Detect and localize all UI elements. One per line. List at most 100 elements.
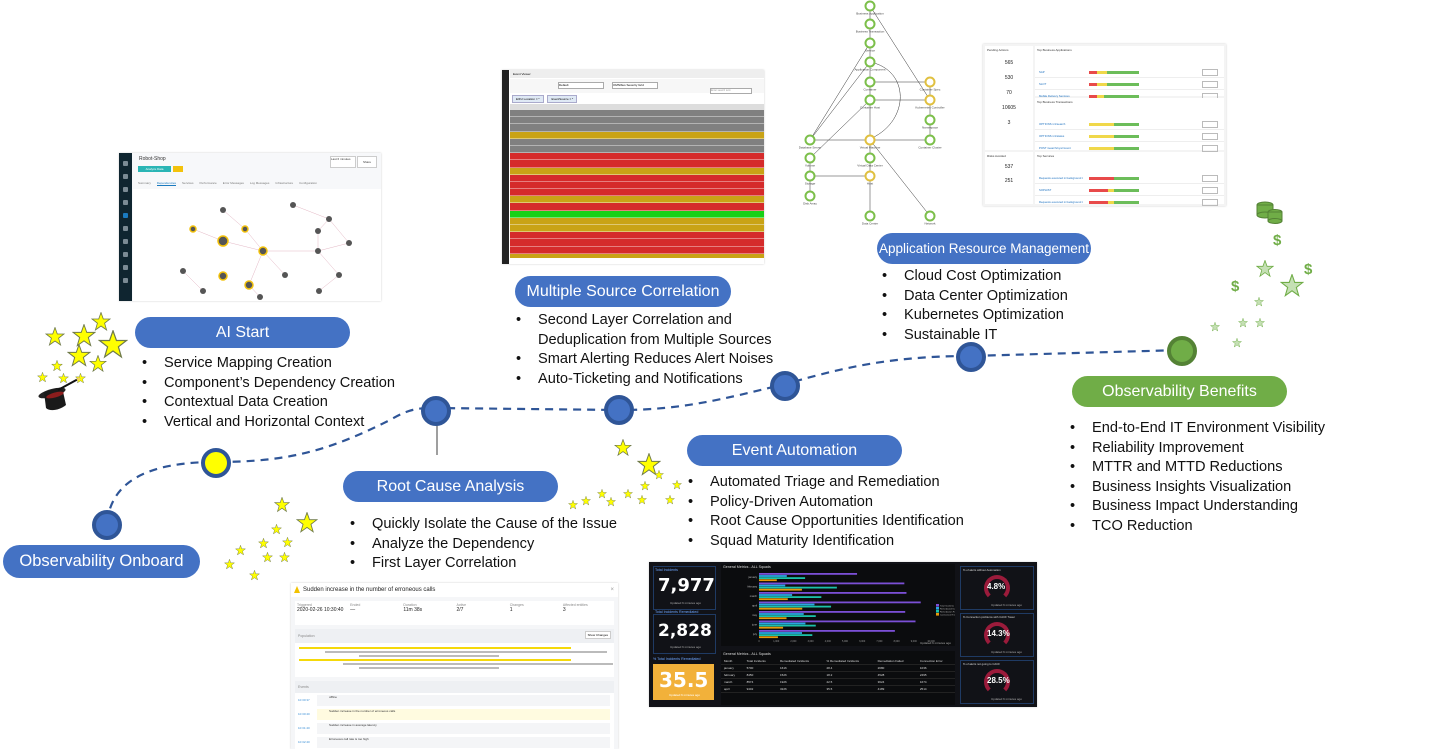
resource-name[interactable]: POST /search/sync/count xyxy=(1039,146,1071,150)
milestone-ai-start[interactable] xyxy=(201,448,231,478)
tab-performance[interactable]: Performance xyxy=(199,181,217,185)
event-time[interactable]: 10:30:37 xyxy=(298,698,310,702)
event-row[interactable] xyxy=(510,138,764,146)
filter-chip[interactable]: EventSource = * xyxy=(547,95,578,103)
topology-node xyxy=(864,0,876,12)
event-row[interactable] xyxy=(510,217,764,225)
milestone-multiple-source[interactable] xyxy=(604,395,634,425)
table-column-header[interactable]: Connection Error xyxy=(916,658,955,665)
actions-button[interactable] xyxy=(1202,69,1218,76)
topology-node-label: Service xyxy=(865,49,875,53)
stage-ai-start[interactable]: AI Start xyxy=(135,317,350,348)
tab-summary[interactable]: Summary xyxy=(138,181,151,185)
alert-badge[interactable] xyxy=(173,166,183,172)
resource-name[interactable]: SAP xyxy=(1039,70,1045,74)
resource-name[interactable]: SLOT xyxy=(1039,82,1047,86)
chart-bar xyxy=(759,584,786,587)
event-row[interactable] xyxy=(510,189,764,197)
actions-button[interactable] xyxy=(1202,133,1218,140)
table-column-header[interactable]: Remediated Incidents xyxy=(777,658,824,665)
stage-event-automation[interactable]: Event Automation xyxy=(687,435,902,466)
event-row[interactable] xyxy=(510,167,764,175)
actions-button[interactable] xyxy=(1202,145,1218,152)
time-range-select[interactable]: Last 6 minutes xyxy=(330,156,356,168)
resource-row[interactable]: Requests executed in background threads xyxy=(1035,198,1224,206)
event-row[interactable] xyxy=(510,174,764,182)
stage-application-resource-management[interactable]: Application Resource Management xyxy=(877,233,1091,264)
resource-row[interactable]: OPTIONS /v1/search xyxy=(1035,120,1224,130)
resource-name[interactable]: SOPHIST xyxy=(1039,188,1052,192)
resource-row[interactable]: SOPHIST xyxy=(1035,186,1224,196)
stage-multiple-source-correlation[interactable]: Multiple Source Correlation xyxy=(515,276,731,307)
table-column-header[interactable]: Month xyxy=(721,658,744,665)
tab-infrastructure[interactable]: Infrastructure xyxy=(275,181,294,185)
event-row[interactable] xyxy=(510,131,764,139)
event-row[interactable] xyxy=(510,246,764,254)
event-time[interactable]: 10:32:40 xyxy=(298,740,310,744)
resource-name[interactable]: OPTIONS /v1/search xyxy=(1039,122,1066,126)
event-row[interactable] xyxy=(510,153,764,161)
event-row[interactable] xyxy=(510,196,764,204)
show-changes-button[interactable]: Show Changes xyxy=(584,631,611,639)
event-row[interactable] xyxy=(510,239,764,247)
bullet-item: Reliability Improvement xyxy=(1070,439,1325,459)
resource-row[interactable]: SLOT xyxy=(1035,80,1224,90)
event-row[interactable] xyxy=(510,225,764,233)
view-select[interactable]: OMNIbus Severity Grid xyxy=(612,82,658,89)
event-search-input[interactable]: Enter search term xyxy=(710,88,752,94)
event-time[interactable]: 10:30:40 xyxy=(298,712,310,716)
filter-chips: EIFU Location = * EventSource = * xyxy=(512,95,580,103)
event-item[interactable]: offline xyxy=(317,695,610,706)
actions-button[interactable] xyxy=(1202,199,1218,206)
stage-observability-benefits[interactable]: Observability Benefits xyxy=(1072,376,1287,407)
event-item[interactable]: Sudden increase in average latency xyxy=(317,723,610,734)
event-row[interactable] xyxy=(510,145,764,154)
gauge-arc xyxy=(984,669,1010,695)
tab-services[interactable]: Services xyxy=(182,181,194,185)
stage-root-cause-analysis[interactable]: Root Cause Analysis xyxy=(343,471,558,502)
stage-observability-onboard[interactable]: Observability Onboard xyxy=(3,545,200,578)
event-row[interactable] xyxy=(510,203,764,211)
legend-swatch xyxy=(936,613,939,616)
share-button[interactable]: Share xyxy=(357,156,377,168)
actions-button[interactable] xyxy=(1202,81,1218,88)
event-row[interactable] xyxy=(510,232,764,240)
event-row[interactable] xyxy=(510,124,764,132)
event-row[interactable] xyxy=(510,181,764,190)
close-icon[interactable]: × xyxy=(610,587,614,593)
event-time[interactable]: 10:31:40 xyxy=(298,726,310,730)
resource-name[interactable]: OPTIONS /v1/status xyxy=(1039,134,1065,138)
milestone-onboard[interactable] xyxy=(92,510,122,540)
event-row[interactable] xyxy=(510,110,764,118)
event-row[interactable] xyxy=(510,160,764,168)
map-node xyxy=(315,248,321,254)
event-row[interactable] xyxy=(510,117,764,125)
tab-log-messages[interactable]: Log Messages xyxy=(249,181,270,185)
event-item[interactable]: Erroneous call rate is too high xyxy=(317,737,610,748)
filter-select[interactable]: Default xyxy=(558,82,604,89)
tab-dependencies[interactable]: Dependencies xyxy=(156,181,177,186)
actions-button[interactable] xyxy=(1202,175,1218,182)
resource-name[interactable]: Requests executed in background threads xyxy=(1039,176,1083,180)
analyze-data-button[interactable]: Analyze Data xyxy=(138,166,171,172)
tab-configuration[interactable]: Configuration xyxy=(299,181,317,185)
resource-name[interactable]: Requests executed in background threads xyxy=(1039,200,1083,204)
resource-row[interactable]: SAP xyxy=(1035,68,1224,78)
milestone-root-cause[interactable] xyxy=(421,396,451,426)
star-icon xyxy=(75,373,86,384)
table-column-header[interactable]: Remediation Failed xyxy=(874,658,917,665)
filter-chip[interactable]: EIFU Location = * xyxy=(512,95,544,103)
milestone-benefits[interactable] xyxy=(1167,336,1197,366)
event-item[interactable]: Sudden increase in the number of erroneo… xyxy=(317,709,610,720)
resource-name[interactable]: Mobile Delivery Services xyxy=(1039,94,1070,98)
table-column-header[interactable]: % Remediated Incidents xyxy=(823,658,875,665)
resource-row[interactable]: OPTIONS /v1/status xyxy=(1035,132,1224,142)
actions-button[interactable] xyxy=(1202,121,1218,128)
tab-error-messages[interactable]: Error Messages xyxy=(222,181,244,185)
event-row[interactable] xyxy=(510,210,764,218)
actions-button[interactable] xyxy=(1202,187,1218,194)
table-column-header[interactable]: Total Incidents xyxy=(743,658,777,665)
resource-row[interactable]: Requests executed in background threads xyxy=(1035,174,1224,184)
dollar-icon: $ xyxy=(1304,261,1313,278)
